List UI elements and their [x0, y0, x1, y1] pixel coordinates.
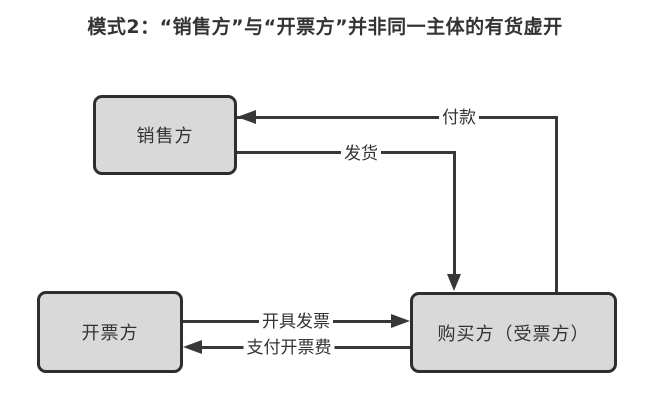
edge-shipping-line-vertical [453, 151, 456, 276]
edge-pay-invoice-fee-label: 支付开票费 [243, 337, 335, 359]
node-invoicer: 开票方 [37, 291, 183, 373]
node-invoicer-label: 开票方 [81, 323, 139, 344]
node-buyer-label: 购买方（受票方） [437, 323, 590, 345]
edge-payment-label: 付款 [439, 107, 479, 129]
edge-shipping-label: 发货 [341, 143, 381, 165]
arrowhead-down-icon [447, 274, 461, 291]
node-seller: 销售方 [93, 95, 237, 175]
node-buyer: 购买方（受票方） [410, 292, 617, 373]
arrowhead-left-icon [183, 340, 202, 354]
diagram-title: 模式2：“销售方”与“开票方”并非同一主体的有货虚开 [87, 16, 563, 38]
edge-payment-line-vertical [555, 116, 558, 292]
node-seller-label: 销售方 [136, 126, 194, 147]
arrowhead-left-icon [237, 110, 256, 124]
edge-payment-line-horizontal [237, 116, 558, 119]
arrowhead-right-icon [391, 314, 410, 328]
edge-issue-invoice-label: 开具发票 [259, 311, 333, 333]
